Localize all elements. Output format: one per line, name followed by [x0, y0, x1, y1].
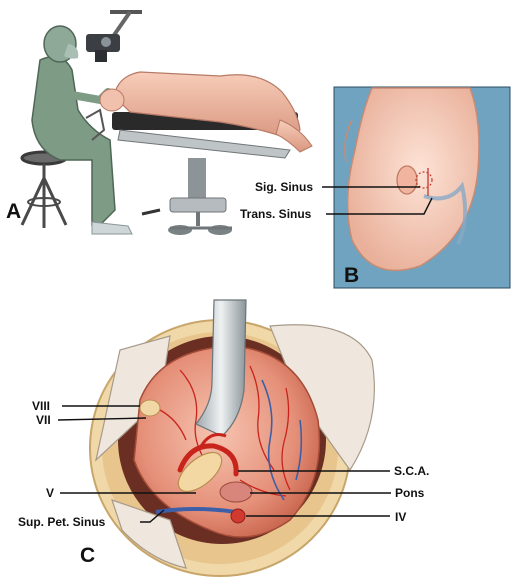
pons-text: Pons — [395, 486, 425, 500]
label-sup-pet-sinus: Sup. Pet. Sinus — [18, 509, 165, 529]
superior-cerebellar-artery — [177, 443, 239, 477]
surgeon-stool — [20, 150, 68, 228]
vii-text: VII — [36, 413, 51, 427]
iv-text: IV — [395, 510, 406, 524]
v-text: V — [46, 486, 54, 500]
viii-text: VIII — [32, 399, 50, 413]
trans-sinus-text: Trans. Sinus — [240, 207, 312, 221]
cranial-nerve-vii-viii — [139, 399, 161, 417]
panel-label-a: A — [6, 200, 21, 223]
label-sca: S.C.A. — [238, 464, 429, 478]
panel-b — [333, 86, 511, 289]
label-vii: VII — [36, 413, 147, 427]
surface-veins — [261, 379, 303, 501]
pons — [219, 481, 253, 503]
sig-sinus-text: Sig. Sinus — [255, 180, 313, 194]
microscope — [86, 10, 142, 62]
surgeon-figure — [31, 25, 133, 235]
incision-mark — [415, 171, 433, 189]
dural-flap-bottom — [111, 499, 187, 569]
cranial-nerve-iv — [230, 508, 246, 524]
panel-label-c: C — [80, 544, 95, 567]
ear — [396, 165, 418, 195]
label-trans-sinus: Trans. Sinus — [240, 197, 433, 221]
label-sig-sinus: Sig. Sinus — [255, 180, 420, 194]
label-viii: VIII — [32, 399, 140, 413]
panel-label-b: B — [344, 264, 359, 287]
label-pons: Pons — [250, 486, 425, 500]
patient-figure — [85, 71, 313, 153]
trigeminal-nerve — [177, 451, 223, 493]
panel-a-illustration — [20, 10, 313, 235]
label-v: V — [46, 486, 196, 500]
label-iv: IV — [246, 510, 406, 524]
dural-flap-top — [269, 324, 375, 472]
head-illustration — [344, 87, 480, 272]
panel-c-illustration — [89, 299, 375, 577]
sca-text: S.C.A. — [394, 464, 429, 478]
sup-pet-sinus-text: Sup. Pet. Sinus — [18, 515, 106, 529]
